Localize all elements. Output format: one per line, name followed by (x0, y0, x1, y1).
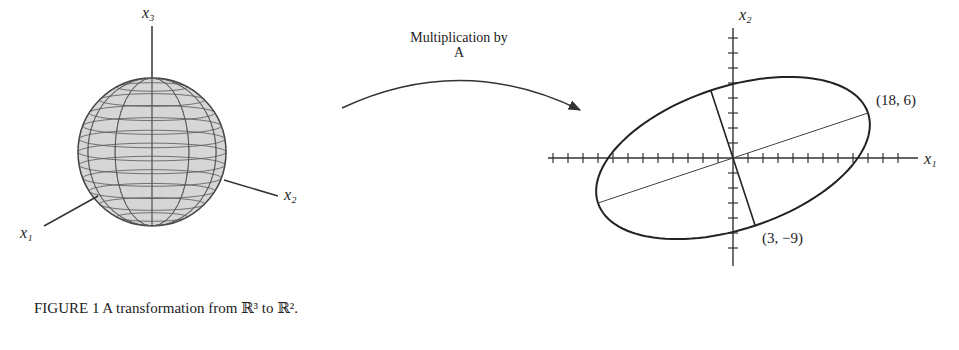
tick (728, 127, 738, 128)
minor-diameter (711, 91, 755, 225)
tick (777, 153, 778, 163)
tick (552, 153, 553, 163)
figure-caption: FIGURE 1 A transformation from ℝ³ to ℝ². (34, 300, 298, 317)
tick (582, 153, 583, 163)
arrow-label: Multiplication by A (404, 30, 514, 61)
tick (728, 97, 738, 98)
tick (897, 153, 898, 163)
tick (597, 153, 598, 163)
tick (567, 153, 568, 163)
tick (642, 153, 643, 163)
sphere-outline (78, 78, 226, 226)
tick (822, 153, 823, 163)
tick (728, 37, 738, 38)
x2-axis-right (732, 28, 733, 266)
tick (687, 153, 688, 163)
tick (627, 153, 628, 163)
tick (852, 153, 853, 163)
image-ellipse (596, 77, 870, 239)
tick (882, 153, 883, 163)
longitude-line (115, 78, 189, 226)
x3-axis (151, 26, 153, 78)
longitude-line (88, 78, 216, 226)
tick (728, 247, 738, 248)
tick (807, 153, 808, 163)
tick (728, 52, 738, 53)
longitude-line (152, 78, 153, 226)
x2-axis (224, 180, 278, 196)
tick (672, 153, 673, 163)
x1-axis (44, 196, 98, 226)
axis-ticks (553, 38, 898, 248)
sphere (44, 26, 278, 226)
tick (728, 202, 738, 203)
tick (792, 153, 793, 163)
tick (867, 153, 868, 163)
mapping-arrow (342, 80, 580, 110)
tick (837, 153, 838, 163)
axis-label: x₂ (284, 186, 297, 204)
axis-label: x₃ (142, 4, 155, 22)
longitude-line (88, 78, 216, 226)
longitude-line (78, 78, 226, 226)
axis-label: x₁ (924, 150, 937, 168)
tick (612, 153, 613, 163)
tick (728, 67, 738, 68)
plane (548, 28, 918, 266)
tick (728, 112, 738, 113)
axis-label: x₂ (739, 6, 752, 24)
tick (702, 153, 703, 163)
tick (747, 153, 748, 163)
tick (728, 217, 738, 218)
axis-label: x₁ (20, 224, 33, 242)
tick (728, 172, 738, 173)
tick (728, 142, 738, 143)
tick (657, 153, 658, 163)
point-label: (18, 6) (876, 92, 916, 109)
tick (762, 153, 763, 163)
tick (728, 187, 738, 188)
longitude-line (115, 78, 189, 226)
tick (717, 153, 718, 163)
point-label: (3, −9) (762, 230, 803, 247)
sphere-grid (78, 78, 226, 226)
